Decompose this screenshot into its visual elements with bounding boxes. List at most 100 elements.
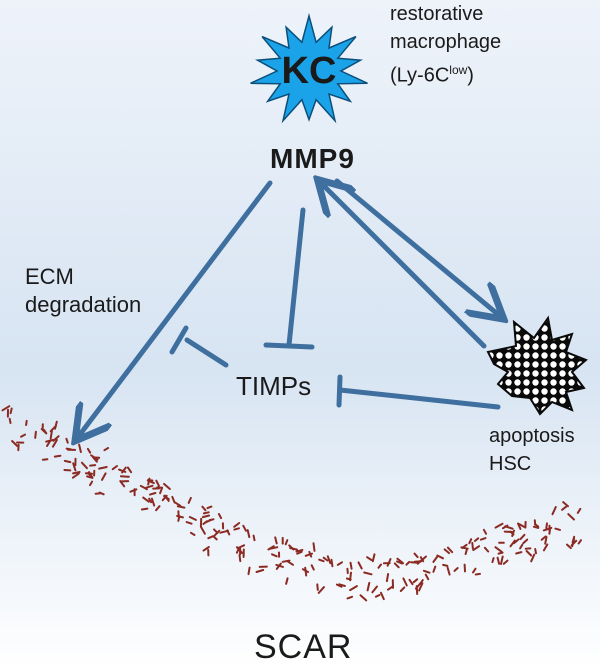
scar-fibre xyxy=(386,558,392,567)
scar-fibre xyxy=(419,556,425,563)
scar-fibre xyxy=(267,545,275,551)
scar-fibre xyxy=(51,439,58,448)
scar-fibre xyxy=(317,586,325,594)
scar-fibre xyxy=(78,443,82,453)
scar-fibre xyxy=(174,501,182,507)
hsc-label: apoptosis HSC xyxy=(489,422,575,478)
scar-fibre xyxy=(188,516,197,521)
scar-fibre xyxy=(201,514,211,519)
scar-fibre xyxy=(310,564,315,571)
scar-fibre xyxy=(571,538,576,548)
timps-label: TIMPs xyxy=(236,371,312,401)
kupffer-cell-shape xyxy=(250,12,368,124)
inhibit-bar-ecm xyxy=(169,325,189,355)
scar-fibre xyxy=(567,513,575,521)
scar-fibre xyxy=(519,533,526,541)
scar-fibre xyxy=(359,594,368,602)
scar-fibre xyxy=(148,497,153,504)
scar-fibre xyxy=(301,568,310,573)
scar-fibre xyxy=(52,435,60,442)
scar-fibre xyxy=(542,543,549,552)
scar-fibre xyxy=(146,479,155,485)
scar-fibre xyxy=(150,497,156,507)
arrow-hsc-to-mmp9 xyxy=(321,183,487,349)
inhibit-hsc-to-timps xyxy=(337,387,501,410)
scar-fibre xyxy=(63,459,72,464)
scar-fibre xyxy=(72,462,77,472)
scar-fibre xyxy=(468,538,473,545)
scar-fibre xyxy=(89,480,94,487)
scar-fibre xyxy=(399,586,406,592)
scar-fibre xyxy=(199,525,206,535)
scar-fibre xyxy=(119,475,130,478)
scar-fibre xyxy=(472,545,481,552)
scar-fibre xyxy=(139,484,148,491)
scar-fibre xyxy=(208,518,215,522)
scar-fibre xyxy=(318,558,325,563)
scar-fibre xyxy=(483,546,490,553)
scar-fibre xyxy=(577,539,582,545)
scar-fibre xyxy=(285,577,289,585)
kc-label: KC xyxy=(281,50,337,92)
scar-fibre xyxy=(472,567,477,574)
scar-fibre xyxy=(494,546,503,553)
scar-fibre xyxy=(34,430,37,439)
scar-fibre xyxy=(176,505,186,509)
scar-fibre xyxy=(491,557,495,564)
scar-fibre xyxy=(233,522,241,528)
scar-fibre xyxy=(72,471,81,475)
scar-fibre xyxy=(90,454,99,461)
scar-fibre xyxy=(432,555,439,563)
scar-fibre xyxy=(338,583,346,587)
scar-fibre xyxy=(284,539,289,546)
scar-fibre xyxy=(49,429,53,440)
scar-fibre xyxy=(41,458,49,461)
scar-fibre xyxy=(396,557,404,565)
scar-fibre xyxy=(453,567,459,572)
scar-fibre xyxy=(496,556,501,565)
scar-fibre xyxy=(281,559,291,563)
hsc-cell-shape xyxy=(486,315,588,416)
scar-fibre xyxy=(71,472,80,479)
scar-fibre xyxy=(371,553,376,563)
scar-fibre xyxy=(54,420,58,430)
scar-fibre xyxy=(415,585,419,595)
macrophage-line-1: restorative xyxy=(390,3,484,25)
scar-fibre xyxy=(540,535,547,541)
scar-fibre xyxy=(380,591,385,601)
scar-fibre xyxy=(396,560,403,565)
scar-fibre xyxy=(246,529,251,539)
scar-fibre xyxy=(363,571,373,576)
scar-fibre xyxy=(471,541,474,550)
scar-fibre xyxy=(366,556,373,561)
scar-fibre xyxy=(525,550,533,557)
ly6c-sup: low xyxy=(449,63,468,77)
scar-fibre xyxy=(349,561,353,570)
scar-fibre xyxy=(126,466,133,474)
scar-fibre xyxy=(45,438,54,443)
scar-fibre xyxy=(503,530,514,534)
scar-fibre xyxy=(534,523,540,528)
scar-fibre xyxy=(413,552,419,559)
scar-fibre xyxy=(561,505,568,511)
scar-fibre xyxy=(460,546,469,550)
inhibit-bar-timps-right xyxy=(336,374,343,408)
scar-fibre xyxy=(271,553,278,558)
scar-fibre xyxy=(65,447,73,451)
scar-fibre xyxy=(349,585,358,592)
scar-fibre xyxy=(554,527,561,531)
scar-fibre xyxy=(548,527,552,535)
scar-fibre xyxy=(424,573,430,581)
scar-fibre xyxy=(255,569,265,573)
scar-fibre xyxy=(576,507,582,514)
kupffer-cell-body xyxy=(250,12,368,124)
scar-fibre xyxy=(330,558,334,568)
scar-fibre xyxy=(530,553,536,563)
scar-fibre xyxy=(509,539,516,548)
scar-fibre xyxy=(111,465,118,471)
scar-fibre xyxy=(545,522,548,530)
scar-fibre xyxy=(217,513,223,520)
scar-fibre xyxy=(296,550,303,555)
scar-fibre xyxy=(189,531,196,536)
scar-fibre xyxy=(418,582,424,592)
